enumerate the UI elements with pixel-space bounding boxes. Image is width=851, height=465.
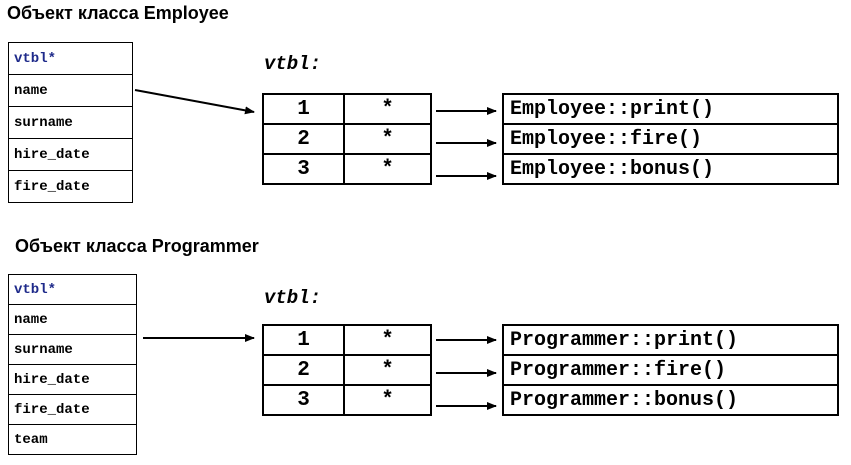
- programmer-method-fire: Programmer::fire(): [504, 356, 837, 386]
- programmer-method-bonus: Programmer::bonus(): [504, 386, 837, 416]
- employee-method-print: Employee::print(): [504, 95, 837, 125]
- programmer-field-team: team: [9, 425, 136, 455]
- employee-field-fire-date: fire_date: [9, 171, 132, 203]
- employee-field-vtbl-pointer: vtbl*: [9, 43, 132, 75]
- employee-methods: Employee::print() Employee::fire() Emplo…: [502, 93, 839, 185]
- programmer-field-name: name: [9, 305, 136, 335]
- programmer-vtable-row: 2 *: [264, 356, 430, 386]
- programmer-vtable-row: 1 *: [264, 326, 430, 356]
- vtable-pointer: *: [381, 358, 394, 382]
- vtable-index: 3: [264, 386, 346, 414]
- vtable-pointer: *: [381, 388, 394, 412]
- programmer-field-fire-date: fire_date: [9, 395, 136, 425]
- programmer-vtbl-label: vtbl:: [264, 287, 322, 309]
- vtable-index: 2: [264, 125, 346, 153]
- programmer-vtable-row: 3 *: [264, 386, 430, 416]
- employee-vtable-row: 3 *: [264, 155, 430, 185]
- vtable-pointer: *: [381, 328, 394, 352]
- vtable-pointer: *: [381, 157, 394, 181]
- employee-vtable-row: 2 *: [264, 125, 430, 155]
- vtable-index: 3: [264, 155, 346, 183]
- programmer-field-hire-date: hire_date: [9, 365, 136, 395]
- programmer-vtable: 1 * 2 * 3 *: [262, 324, 432, 416]
- employee-method-bonus: Employee::bonus(): [504, 155, 837, 185]
- employee-method-fire: Employee::fire(): [504, 125, 837, 155]
- programmer-field-vtbl-pointer: vtbl*: [9, 275, 136, 305]
- programmer-methods: Programmer::print() Programmer::fire() P…: [502, 324, 839, 416]
- vtable-index: 2: [264, 356, 346, 384]
- vtable-pointer: *: [381, 127, 394, 151]
- programmer-object-fields: vtbl* name surname hire_date fire_date t…: [8, 274, 137, 455]
- vtable-index: 1: [264, 95, 346, 123]
- employee-field-surname: surname: [9, 107, 132, 139]
- employee-object-fields: vtbl* name surname hire_date fire_date: [8, 42, 133, 203]
- vtable-index: 1: [264, 326, 346, 354]
- employee-vtable-row: 1 *: [264, 95, 430, 125]
- employee-vtable: 1 * 2 * 3 *: [262, 93, 432, 185]
- programmer-heading: Объект класса Programmer: [15, 236, 259, 256]
- programmer-method-print: Programmer::print(): [504, 326, 837, 356]
- employee-vtbl-pointer-arrow: [134, 89, 255, 115]
- vtable-pointer: *: [381, 97, 394, 121]
- employee-field-name: name: [9, 75, 132, 107]
- employee-heading: Объект класса Employee: [7, 3, 229, 23]
- employee-vtbl-label: vtbl:: [264, 53, 322, 75]
- programmer-field-surname: surname: [9, 335, 136, 365]
- employee-field-hire-date: hire_date: [9, 139, 132, 171]
